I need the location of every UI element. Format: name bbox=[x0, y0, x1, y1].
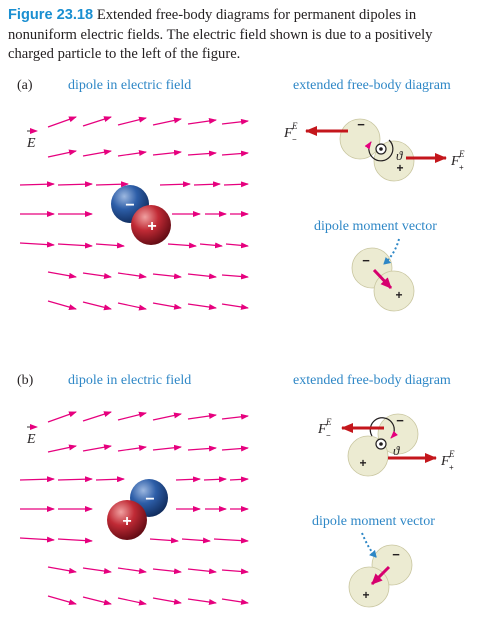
svg-text:E: E bbox=[458, 149, 465, 159]
dipole-a: − + bbox=[111, 185, 171, 245]
panel-a-fbd-title: extended free-body diagram bbox=[293, 78, 451, 93]
panel-b-field-title: dipole in electric field bbox=[68, 373, 192, 388]
positive-sign: + bbox=[147, 218, 156, 235]
svg-text:+: + bbox=[362, 588, 369, 602]
fbd-a: − + ϑ F E − F E + bbox=[283, 117, 465, 182]
dipole-moment-arrow bbox=[370, 565, 391, 586]
panel-a-moment-title: dipole moment vector bbox=[314, 219, 437, 234]
force-pos-label: F bbox=[440, 454, 450, 469]
caption-text: Extended free-body diagrams for permanen… bbox=[8, 7, 433, 62]
panel-a-label: (a) bbox=[17, 78, 33, 93]
fbd-a-minus: − bbox=[357, 117, 365, 132]
negative-sign: − bbox=[125, 197, 134, 214]
rotation-arrow-icon bbox=[364, 139, 394, 162]
panel-b-field-lines bbox=[19, 411, 249, 606]
moment-a: − + bbox=[351, 238, 415, 312]
panel-b-fbd-title: extended free-body diagram bbox=[293, 373, 451, 388]
svg-text:−: − bbox=[292, 135, 297, 144]
svg-text:+: + bbox=[459, 163, 464, 172]
fbd-a-plus: + bbox=[396, 161, 403, 175]
moment-leader-line bbox=[361, 532, 377, 558]
negative-sign: − bbox=[145, 491, 154, 508]
fbd-b-plus: + bbox=[359, 456, 366, 470]
fbd-b: − + ϑ F E − F E + bbox=[317, 413, 455, 477]
force-neg-label: F bbox=[283, 126, 293, 141]
force-neg-label: F bbox=[317, 422, 327, 437]
angle-symbol: ϑ bbox=[393, 443, 400, 458]
moment-b: − + bbox=[348, 532, 413, 608]
positive-charge-sphere bbox=[131, 205, 171, 245]
positive-sign: + bbox=[122, 513, 131, 530]
svg-text:+: + bbox=[395, 288, 402, 302]
force-pos-label: F bbox=[450, 154, 460, 169]
figure-number: Figure 23.18 bbox=[8, 7, 94, 23]
moment-leader-line bbox=[383, 238, 400, 265]
panel-b-moment-title: dipole moment vector bbox=[312, 514, 435, 529]
positive-charge-sphere bbox=[107, 500, 147, 540]
svg-text:−: − bbox=[362, 253, 370, 268]
field-label-a: E bbox=[26, 136, 36, 151]
angle-symbol: ϑ bbox=[396, 148, 403, 163]
svg-text:−: − bbox=[326, 431, 331, 440]
svg-text:E: E bbox=[291, 121, 298, 131]
figure-caption: Figure 23.18 Extended free-body diagrams… bbox=[8, 6, 478, 65]
svg-text:E: E bbox=[448, 449, 455, 459]
svg-text:+: + bbox=[449, 463, 454, 472]
svg-text:−: − bbox=[392, 547, 400, 562]
panel-a-field-title: dipole in electric field bbox=[68, 78, 192, 93]
dipole-b: − + bbox=[107, 479, 168, 540]
panel-a-field-lines bbox=[19, 116, 249, 311]
dipole-moment-arrow bbox=[372, 268, 393, 290]
field-label-b: E bbox=[26, 432, 36, 447]
fbd-b-minus: − bbox=[396, 413, 404, 428]
svg-text:E: E bbox=[325, 417, 332, 427]
panel-b-label: (b) bbox=[17, 373, 34, 388]
